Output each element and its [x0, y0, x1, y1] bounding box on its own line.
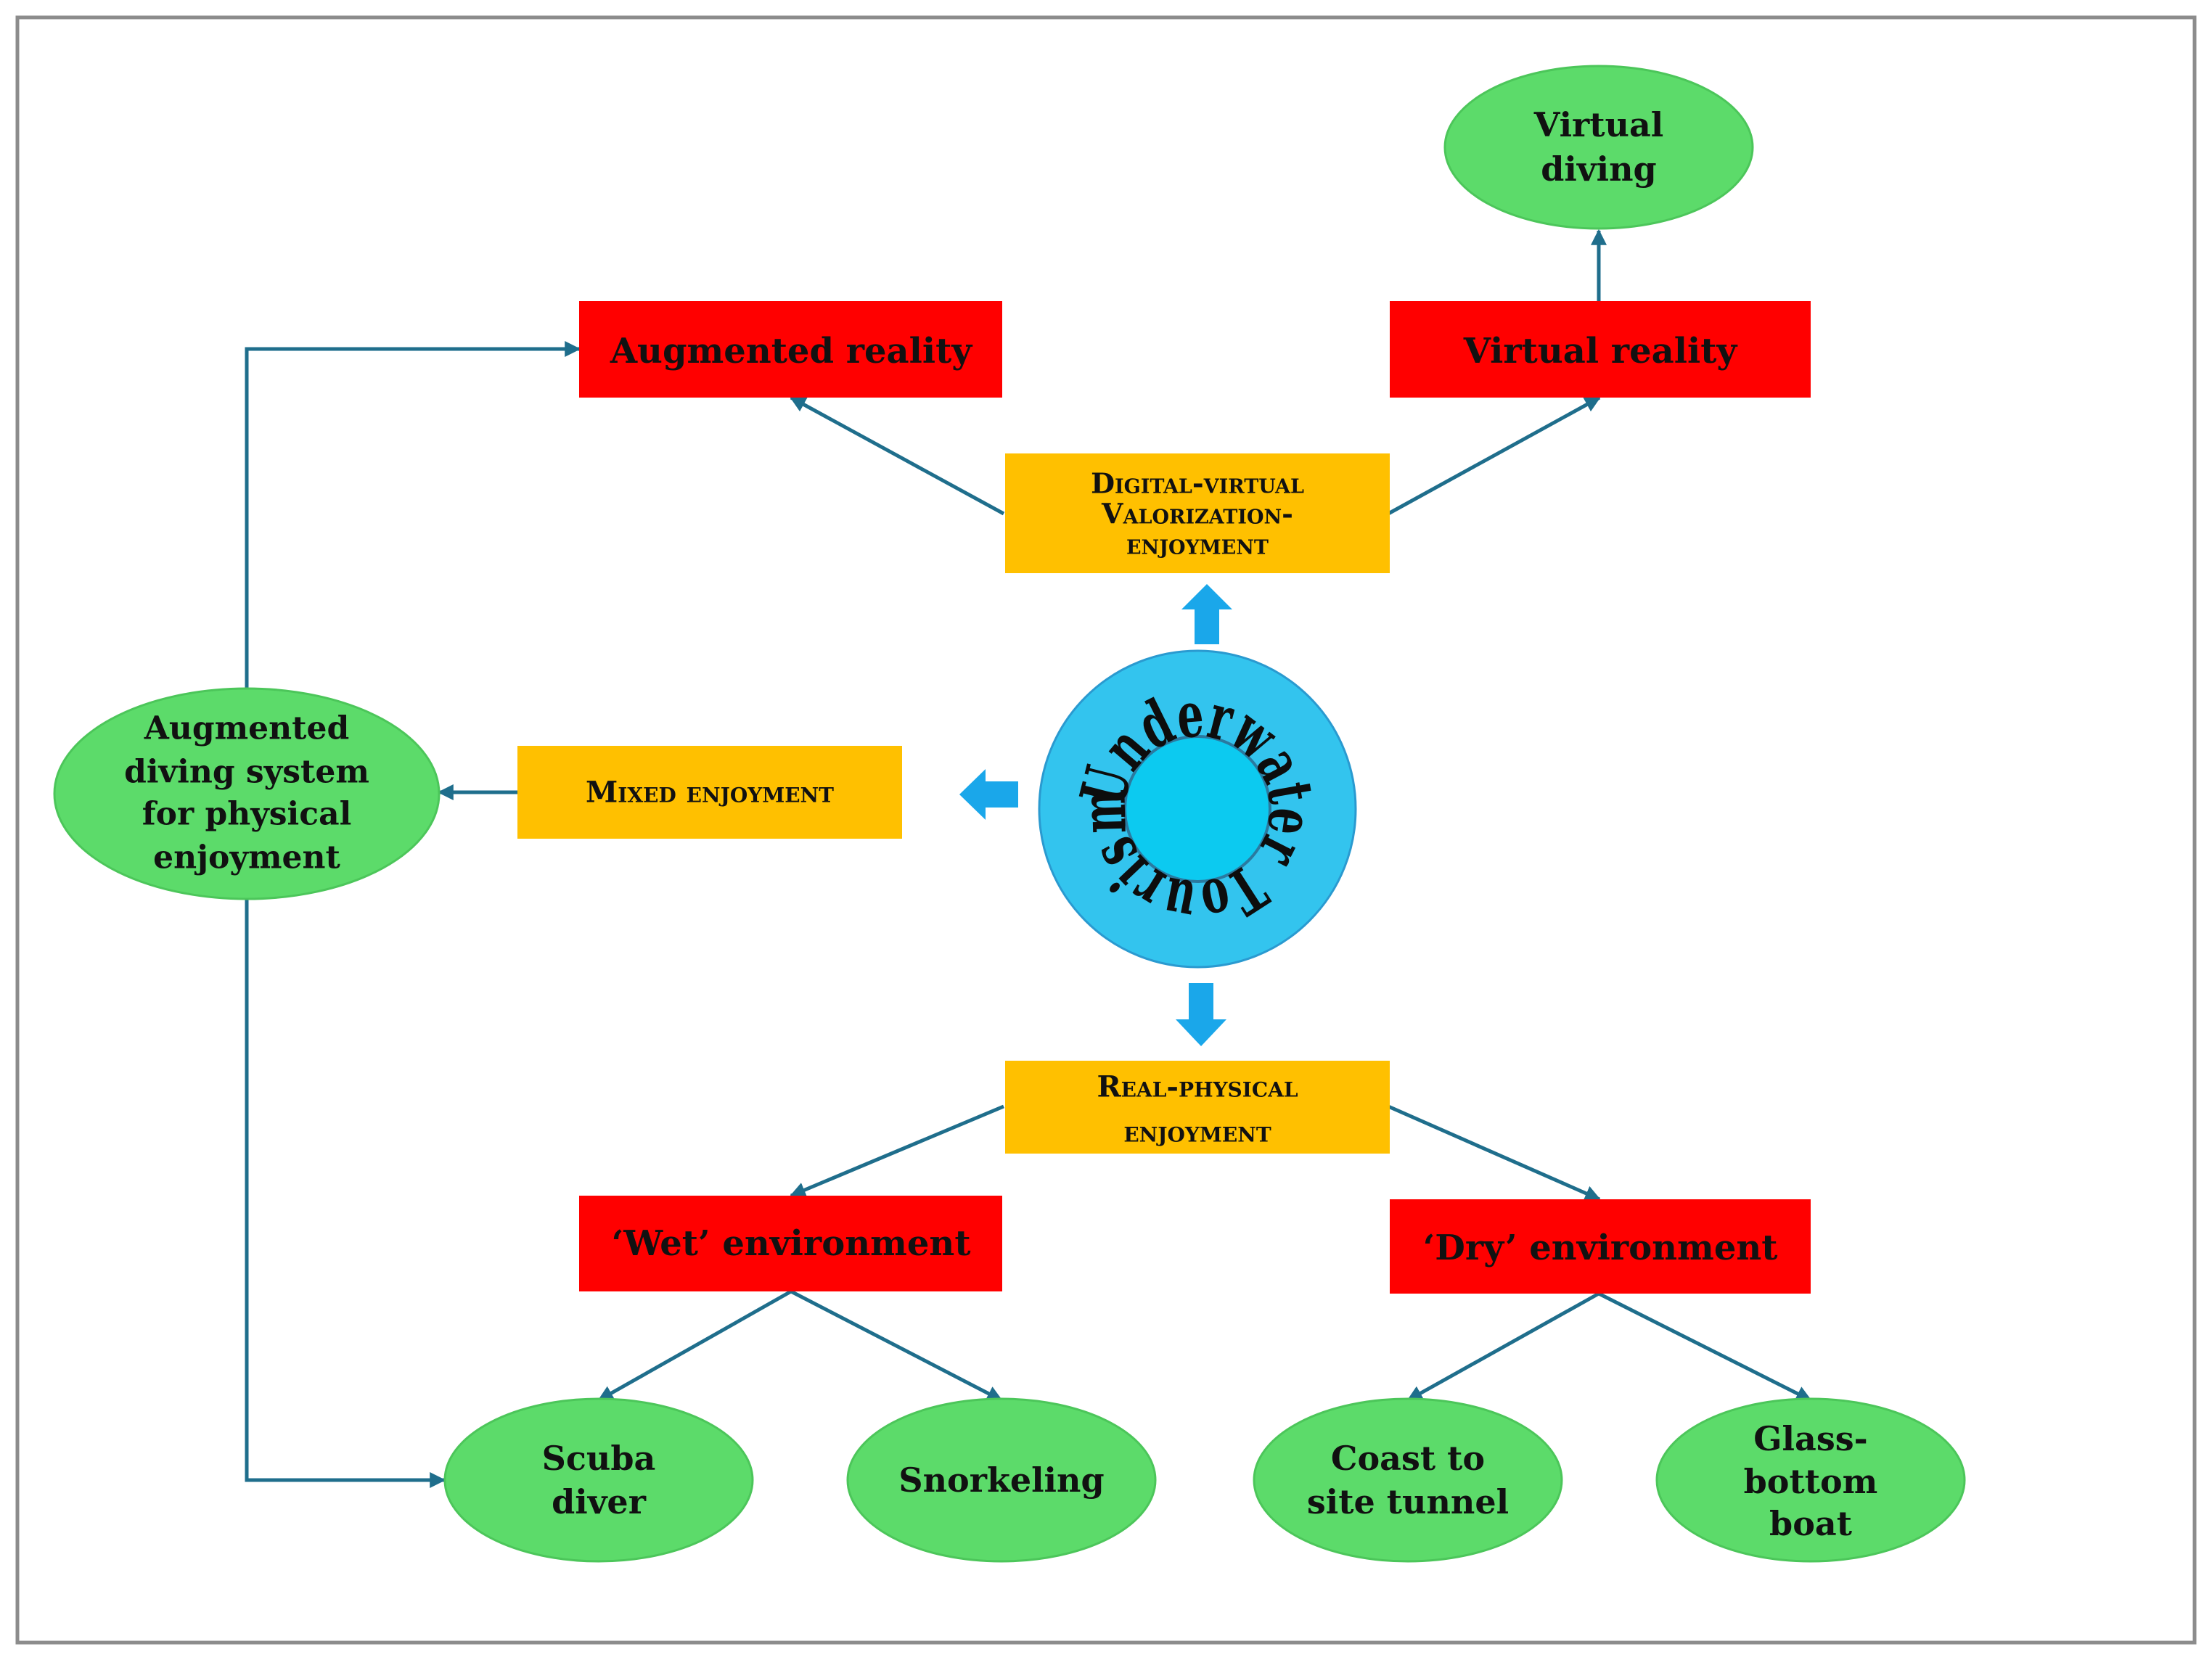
- wet-environment-label: ‘Wet’ environment: [612, 1223, 971, 1264]
- glass-line-3: boat: [1769, 1504, 1853, 1543]
- green-ellipse-coast-tunnel: Coast to site tunnel: [1253, 1397, 1563, 1563]
- yellow-box-mixed: Mixed enjoyment: [517, 746, 902, 839]
- virtual-diving-line-2: diving: [1541, 149, 1656, 189]
- real-line-1: Real-physical: [1097, 1070, 1298, 1104]
- snorkeling-label: Snorkeling: [898, 1460, 1104, 1500]
- connector-wet-to-scuba: [597, 1289, 792, 1402]
- connector-dry-to-glass: [1597, 1291, 1812, 1402]
- green-ellipse-virtual-diving: Virtual diving: [1443, 65, 1754, 230]
- connector-digital-to-vr: [1387, 395, 1601, 516]
- connector-digital-to-ar: [790, 395, 1005, 516]
- green-ellipse-glass-bottom-boat: Glass- bottom boat: [1655, 1397, 1966, 1563]
- digital-line-2: Valorization-: [1101, 498, 1293, 530]
- block-arrow-left: [959, 769, 1018, 820]
- scuba-line-2: diver: [552, 1482, 647, 1521]
- augmented-system-line-4: enjoyment: [153, 839, 340, 876]
- green-ellipse-snorkeling: Snorkeling: [846, 1397, 1157, 1563]
- connector-dry-to-coast: [1406, 1291, 1600, 1402]
- block-arrow-up: [1181, 584, 1232, 644]
- digital-line-3: enjoyment: [1126, 528, 1269, 561]
- connector-real-to-dry: [1387, 1104, 1602, 1201]
- center-inner-circle: [1123, 735, 1271, 883]
- augmented-system-line-3: for physical: [142, 796, 352, 833]
- red-box-dry-environment: ‘Dry’ environment: [1390, 1199, 1811, 1294]
- digital-line-1: Digital-virtual: [1091, 467, 1304, 500]
- augmented-system-line-1: Augmented: [144, 710, 350, 747]
- dry-environment-label: ‘Dry’ environment: [1423, 1228, 1778, 1268]
- coast-line-1: Coast to: [1331, 1439, 1485, 1478]
- block-arrow-down: [1176, 983, 1226, 1046]
- connector-system-to-scuba: [245, 898, 446, 1488]
- connector-real-to-wet: [789, 1104, 1004, 1198]
- red-box-wet-environment: ‘Wet’ environment: [579, 1196, 1002, 1291]
- virtual-diving-line-1: Virtual: [1533, 105, 1664, 144]
- connector-system-to-ar: [245, 341, 581, 689]
- green-ellipse-augmented-system: Augmented diving system for physical enj…: [53, 687, 441, 900]
- augmented-system-line-2: diving system: [124, 754, 369, 791]
- red-box-virtual-reality: Virtual reality: [1390, 301, 1811, 398]
- connectors: [245, 229, 1812, 1488]
- glass-line-2: bottom: [1744, 1462, 1878, 1501]
- connector-wet-to-snorkeling: [790, 1289, 1003, 1402]
- yellow-box-real: Real-physical enjoyment: [1005, 1061, 1390, 1154]
- augmented-reality-label: Augmented reality: [610, 331, 973, 371]
- virtual-reality-label: Virtual reality: [1463, 331, 1739, 371]
- red-box-augmented-reality: Augmented reality: [579, 301, 1002, 398]
- glass-line-1: Glass-: [1753, 1419, 1867, 1458]
- yellow-box-digital: Digital-virtual Valorization- enjoyment: [1005, 453, 1390, 573]
- coast-line-2: site tunnel: [1307, 1482, 1509, 1521]
- real-line-2: enjoyment: [1123, 1115, 1271, 1149]
- mixed-label: Mixed enjoyment: [586, 776, 834, 810]
- outer-frame: [15, 15, 2197, 1645]
- scuba-line-1: Scuba: [542, 1439, 656, 1478]
- green-ellipse-scuba-diver: Scuba diver: [443, 1397, 754, 1563]
